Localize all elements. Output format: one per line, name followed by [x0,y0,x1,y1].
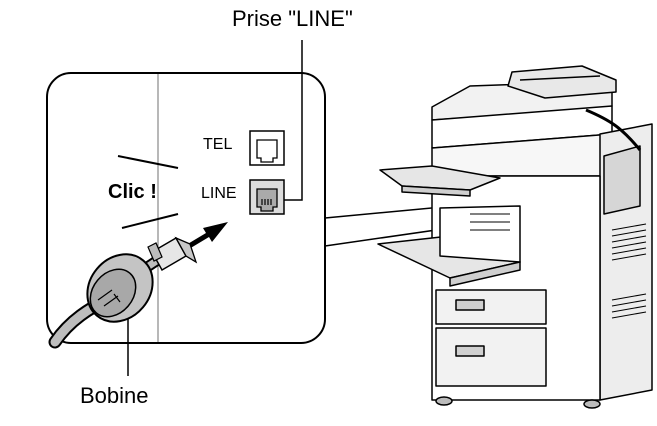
tel-port-label: TEL [203,136,233,153]
line-port-label: LINE [201,185,237,202]
line-jack-title: Prise "LINE" [232,6,353,31]
line-port [249,179,285,215]
ferrite-coil-icon [86,253,154,323]
click-motion-lines [117,155,179,229]
coil-label: Bobine [80,383,149,408]
rj11-plug [147,236,198,272]
click-text: Clic ! [108,181,157,203]
insert-arrow-icon [181,222,228,252]
tel-port [249,130,285,166]
copier-machine [377,65,653,409]
